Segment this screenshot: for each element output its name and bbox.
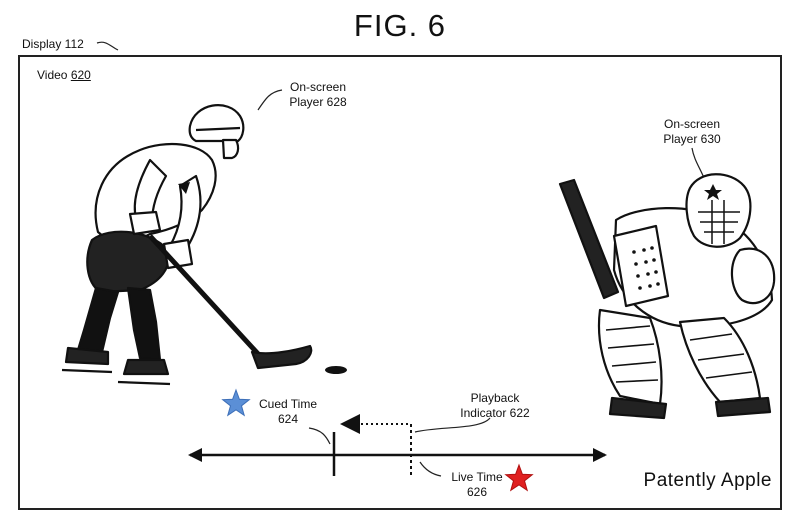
player-628-pants xyxy=(86,230,170,294)
cued-time-label: Cued Time 624 xyxy=(248,397,328,427)
player-628-leg-back xyxy=(76,286,120,354)
player-628-jersey-logo xyxy=(178,182,190,194)
player-628-glove-top xyxy=(128,210,162,236)
puck xyxy=(325,366,347,374)
timeline-arrow-left xyxy=(188,448,202,462)
live-time-label-line1: Live Time xyxy=(451,470,503,484)
player-628-figure xyxy=(61,104,313,386)
display-leader-line xyxy=(96,41,119,51)
cued-time-label-line2: 624 xyxy=(277,412,299,426)
player-630-leader-line xyxy=(691,147,705,179)
player-630-stick xyxy=(558,178,620,300)
live-time-star-icon xyxy=(504,463,534,492)
video-label-prefix: Video xyxy=(37,68,71,82)
player-630-helmet-star xyxy=(704,184,722,200)
player-630-skate-left xyxy=(608,396,668,420)
playback-indicator-label: Playback Indicator 622 xyxy=(450,391,540,421)
cued-time-leader-line xyxy=(308,427,331,445)
display-label: Display 112 xyxy=(22,37,84,51)
video-label-ref: 620 xyxy=(70,68,91,82)
playback-indicator-leader-line xyxy=(414,417,491,433)
player-628-leader-line xyxy=(257,89,283,111)
player-628-face xyxy=(221,138,240,160)
cued-time-star-icon xyxy=(221,388,251,417)
live-time-label-line2: 626 xyxy=(466,485,488,499)
player-630-label: On-screen Player 630 xyxy=(652,117,732,147)
player-628-blade-back xyxy=(61,368,113,374)
player-628-skate-back xyxy=(64,346,110,366)
playback-indicator-label-line2: Indicator 622 xyxy=(460,406,530,420)
timeline-arrow-right xyxy=(593,448,607,462)
player-628-stick-blade xyxy=(250,344,313,370)
cued-time-label-line1: Cued Time xyxy=(258,397,318,411)
player-628-blade-front xyxy=(117,380,171,386)
player-628-label-line2: Player 628 xyxy=(289,95,347,109)
player-630-label-line1: On-screen xyxy=(663,117,721,131)
player-630-skate-right xyxy=(714,396,772,418)
player-628-leg-front xyxy=(126,286,162,362)
player-628-skate-front xyxy=(122,358,170,376)
live-time-leader-line xyxy=(419,461,442,477)
figure-title: FIG. 6 xyxy=(353,8,447,43)
player-628-helmet xyxy=(188,104,245,143)
player-630-helmet xyxy=(685,173,752,248)
player-628-visor-band xyxy=(195,126,241,132)
playback-indicator-label-line1: Playback xyxy=(470,391,520,405)
display-frame xyxy=(18,55,782,510)
player-630-blocker-dots xyxy=(632,246,660,290)
player-628-label-line1: On-screen xyxy=(289,80,347,94)
live-time-label: Live Time 626 xyxy=(437,470,517,500)
player-630-cage xyxy=(698,200,740,244)
player-628-stick-shaft xyxy=(148,234,262,358)
player-630-leg-pad-left xyxy=(597,308,663,406)
player-630-catcher-glove xyxy=(730,247,776,305)
player-630-pad-rolls xyxy=(605,325,753,383)
player-628-label: On-screen Player 628 xyxy=(278,80,358,110)
watermark: Patently Apple xyxy=(643,470,772,491)
player-630-leg-pad-right xyxy=(678,316,762,404)
video-label: Video 620 xyxy=(37,68,91,83)
player-630-blocker xyxy=(612,224,670,308)
player-630-figure xyxy=(558,173,776,420)
player-630-label-line2: Player 630 xyxy=(663,132,721,146)
